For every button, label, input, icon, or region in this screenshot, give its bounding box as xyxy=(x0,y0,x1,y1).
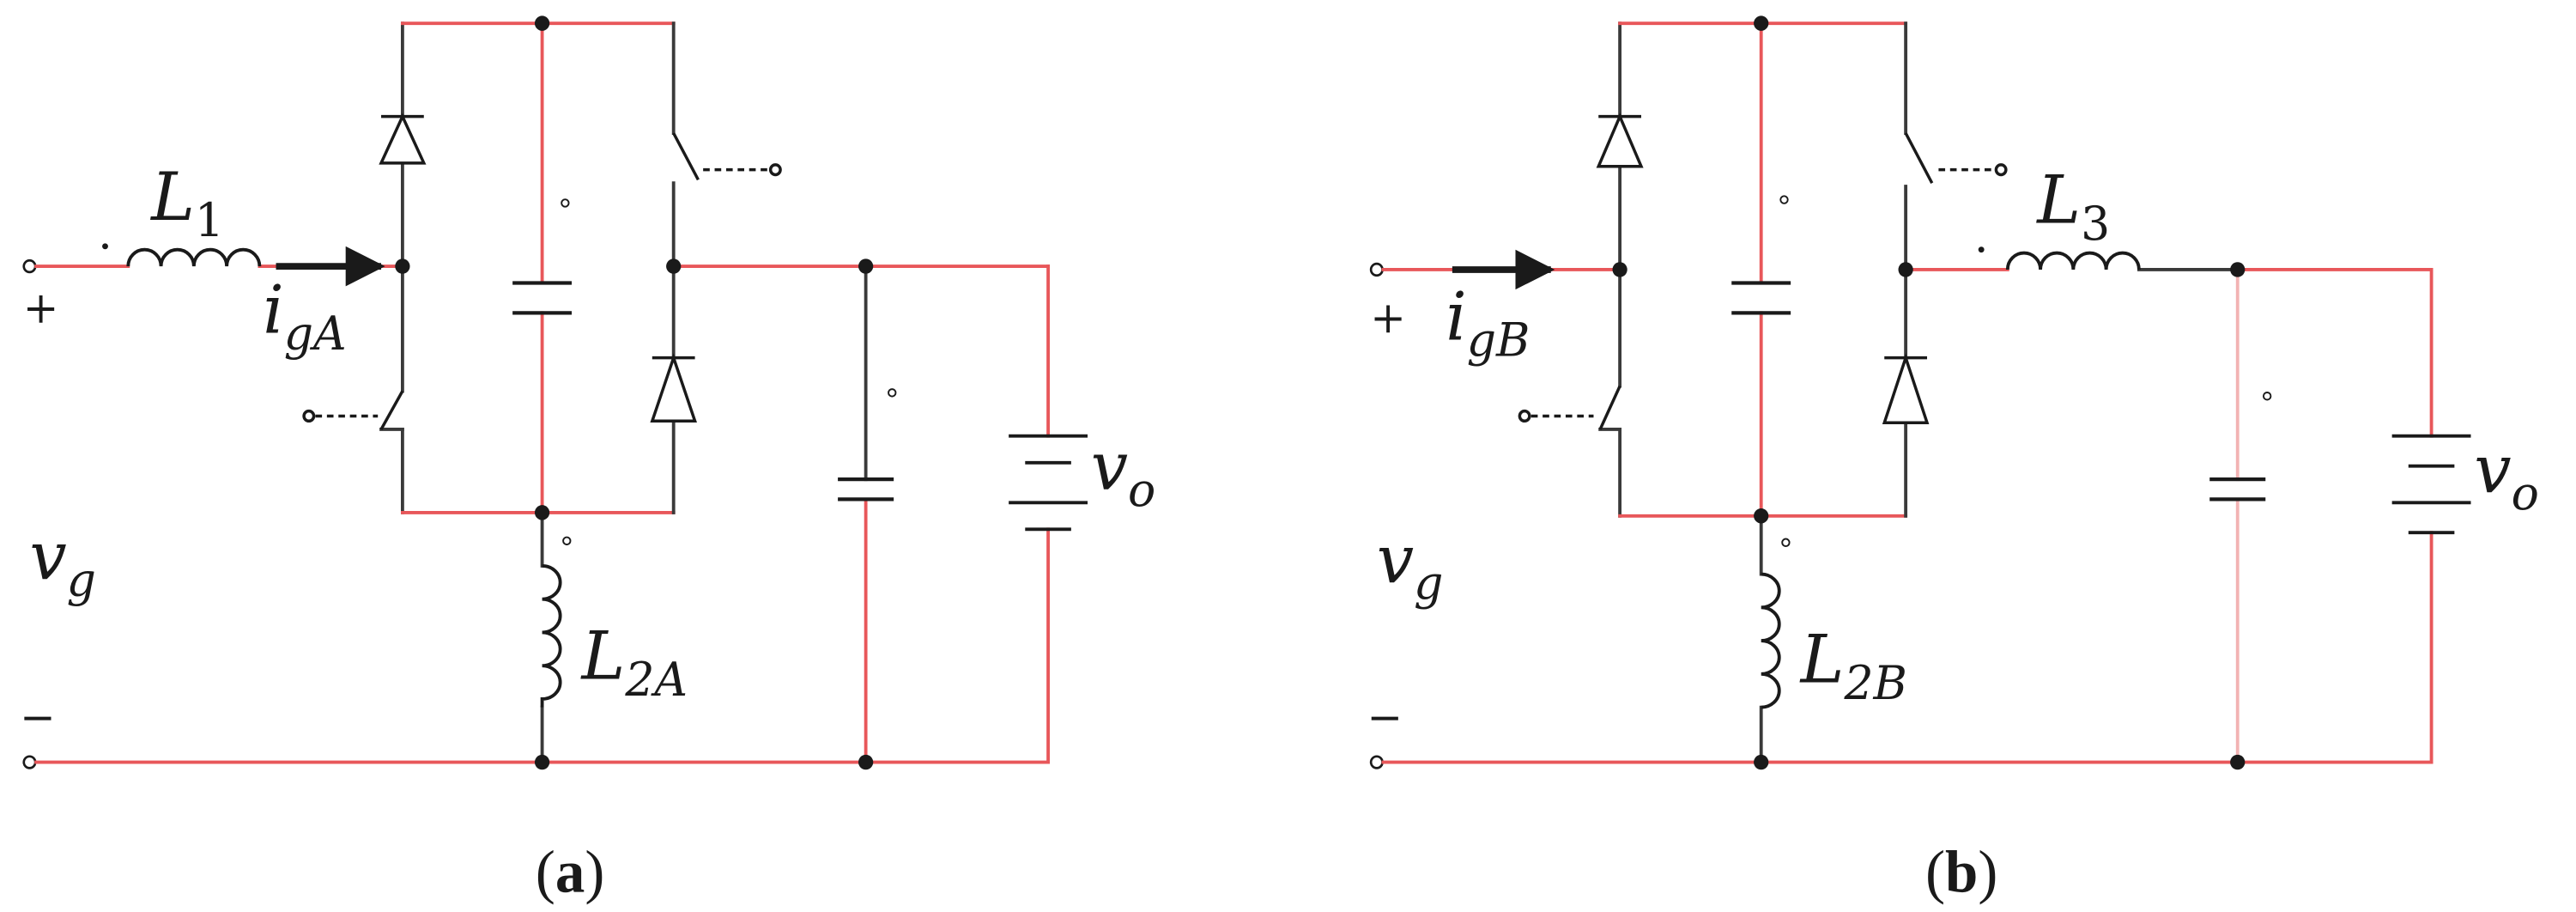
output-source-b xyxy=(2391,434,2471,535)
capacitor-out-a xyxy=(838,477,894,502)
label-l1: L1 xyxy=(149,158,224,247)
circuit-a: + − vg L1 igA L2A vo (a) xyxy=(20,15,1156,905)
diode-up-left-b xyxy=(1596,112,1644,168)
circuit-b: + − vg igB L3 L2B vo (b) xyxy=(1367,15,2539,905)
polarity-dot-cmid-a xyxy=(561,198,570,208)
caption-a: (a) xyxy=(536,838,604,904)
input-minus-a: − xyxy=(20,692,56,742)
inductor-l3 xyxy=(2005,251,2141,271)
label-l2a: L2A xyxy=(580,617,688,707)
switch-low-b xyxy=(1518,385,1621,430)
inductor-l2a xyxy=(540,563,562,708)
label-vo-b: vo xyxy=(2474,431,2539,520)
output-source-a xyxy=(1009,434,1088,532)
diode-down-right-a xyxy=(650,353,697,423)
input-plus-b: + xyxy=(1370,293,1406,343)
polarity-dot-cout-a xyxy=(888,388,897,398)
polarity-dot-cout-b xyxy=(2263,392,2272,401)
polarity-dot-l3 xyxy=(1978,246,1985,253)
label-vg-a: vg xyxy=(29,518,96,607)
junction-dots-a xyxy=(395,15,874,770)
switch-low-a xyxy=(302,390,404,430)
switch-high-b xyxy=(1904,132,2008,184)
label-l2b: L2B xyxy=(1799,621,1907,710)
label-iga: igA xyxy=(263,271,346,361)
polarity-dot-l2b xyxy=(1781,538,1791,548)
polarity-dot-cmid-b xyxy=(1779,195,1789,204)
polarity-dot-l2a xyxy=(562,536,572,546)
capacitor-out-b xyxy=(2209,477,2266,502)
label-igb: igB xyxy=(1446,278,1530,368)
inductor-l1 xyxy=(126,247,262,267)
label-l3: L3 xyxy=(2035,161,2110,251)
input-terminal-minus-a xyxy=(22,755,37,769)
input-plus-a: + xyxy=(23,283,59,333)
input-terminal-minus-b xyxy=(1369,755,1384,769)
label-vg-b: vg xyxy=(1377,521,1444,611)
input-terminal-plus-b xyxy=(1369,262,1384,277)
caption-b: (b) xyxy=(1925,838,1997,904)
input-terminal-plus-a xyxy=(22,258,37,274)
diode-down-right-b xyxy=(1882,353,1930,424)
inductor-l2b xyxy=(1761,572,1781,709)
label-vo-a: vo xyxy=(1091,428,1156,517)
capacitor-mid-b xyxy=(1731,281,1791,315)
junction-dots-b xyxy=(1612,15,2246,770)
switch-high-a xyxy=(672,132,782,181)
diode-up-left-a xyxy=(379,112,427,165)
capacitor-mid-a xyxy=(512,281,573,315)
input-minus-b: − xyxy=(1367,692,1403,742)
polarity-dot-l1 xyxy=(102,243,108,250)
